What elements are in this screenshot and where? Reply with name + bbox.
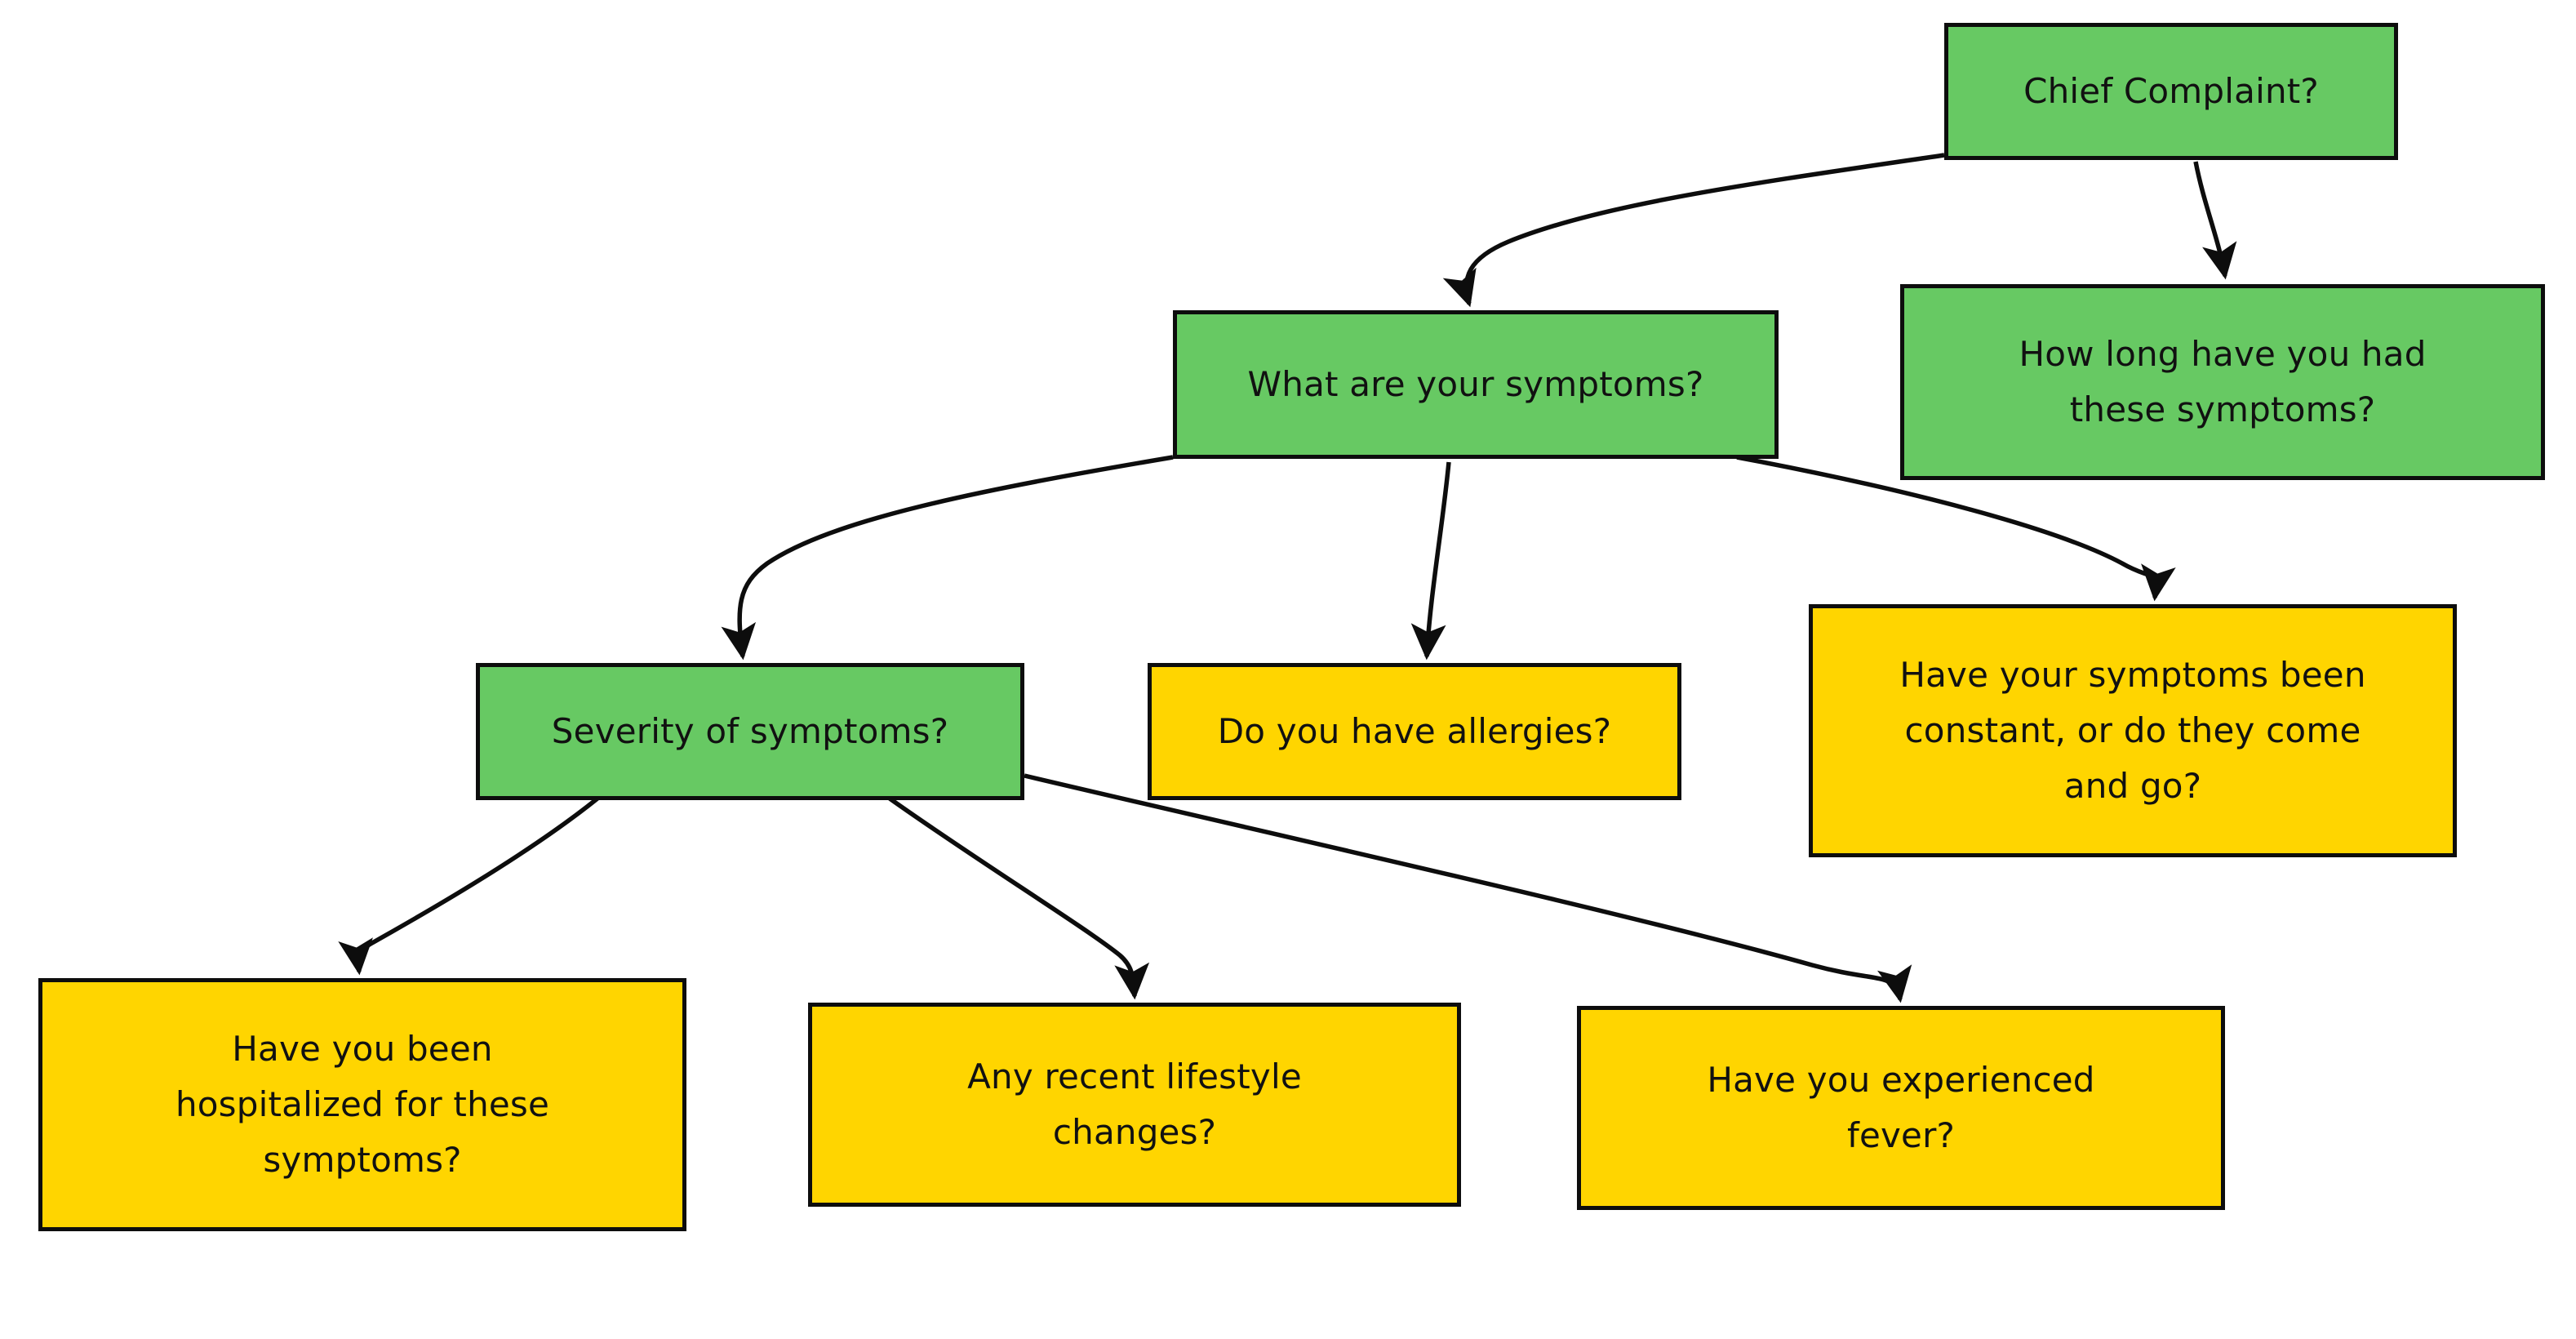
edge-symptoms-to-allergies: [1410, 461, 1451, 661]
node-how-long-symptoms[interactable]: How long have you had these symptoms?: [1900, 284, 2545, 480]
node-symptoms-constant-or-come-and-go-label: Have your symptoms been constant, or do …: [1899, 654, 2366, 807]
node-symptoms-constant-or-come-and-go[interactable]: Have your symptoms been constant, or do …: [1809, 604, 2457, 857]
node-experienced-fever-label: Have you experienced fever?: [1707, 1059, 2095, 1155]
node-how-long-symptoms-label: How long have you had these symptoms?: [2019, 333, 2427, 429]
edge-chief-to-howlong: [2193, 161, 2237, 280]
node-recent-lifestyle-changes[interactable]: Any recent lifestyle changes?: [808, 1003, 1461, 1207]
node-recent-lifestyle-changes-label: Any recent lifestyle changes?: [967, 1056, 1302, 1152]
node-severity-of-symptoms-label: Severity of symptoms?: [551, 710, 949, 751]
edge-severity-to-fever: [1024, 773, 1912, 1003]
edge-chief-to-symptoms: [1442, 153, 1945, 308]
node-do-you-have-allergies[interactable]: Do you have allergies?: [1148, 663, 1681, 800]
node-chief-complaint[interactable]: Chief Complaint?: [1944, 23, 2398, 160]
node-hospitalized-for-symptoms-label: Have you been hospitalized for these sym…: [175, 1028, 550, 1181]
node-severity-of-symptoms[interactable]: Severity of symptoms?: [476, 663, 1024, 800]
edge-severity-to-hospitalized: [338, 796, 599, 976]
edge-severity-to-lifestyle: [888, 796, 1150, 1000]
node-experienced-fever[interactable]: Have you experienced fever?: [1577, 1006, 2225, 1210]
node-do-you-have-allergies-label: Do you have allergies?: [1217, 710, 1612, 751]
node-what-are-your-symptoms[interactable]: What are your symptoms?: [1173, 310, 1779, 459]
edge-symptoms-to-severity: [721, 455, 1174, 661]
node-what-are-your-symptoms-label: What are your symptoms?: [1247, 363, 1704, 404]
node-hospitalized-for-symptoms[interactable]: Have you been hospitalized for these sym…: [38, 978, 686, 1231]
node-chief-complaint-label: Chief Complaint?: [2023, 70, 2319, 111]
